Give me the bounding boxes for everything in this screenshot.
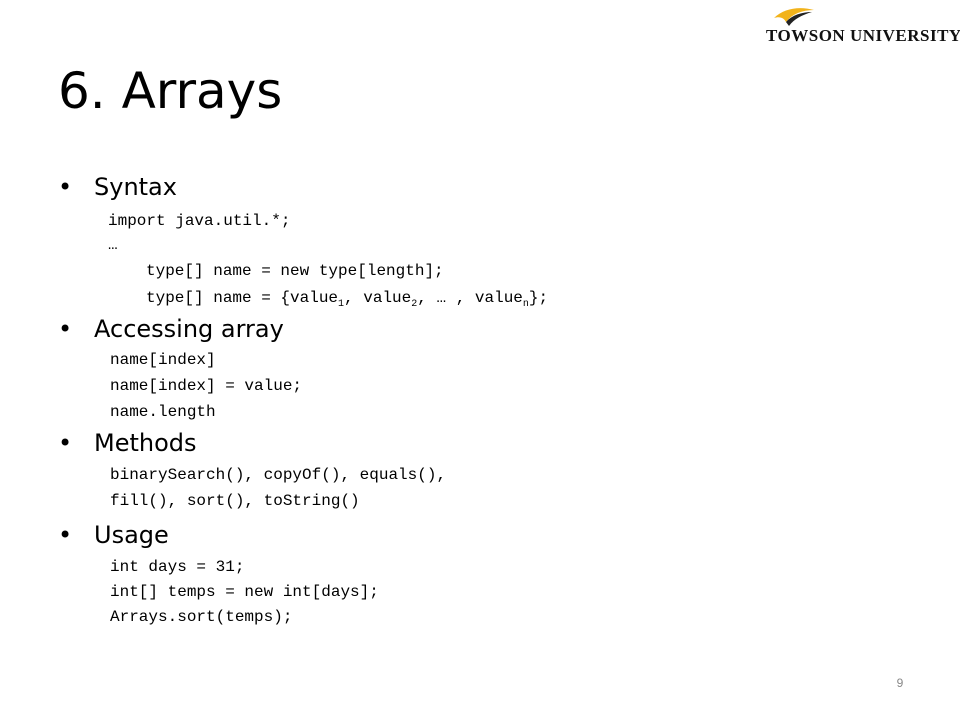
code-line: type[] name = new type[length]; [146, 262, 444, 280]
code-line: name.length [110, 403, 216, 421]
page-number: 9 [896, 676, 904, 690]
bullet-dot: • [58, 315, 73, 343]
bullet-usage: • Usage [58, 518, 169, 552]
code-line: binarySearch(), copyOf(), equals(), [110, 466, 447, 484]
slide-title: 6. Arrays [58, 62, 283, 120]
bullet-heading: Accessing array [94, 315, 284, 343]
towson-university-logo: TOWSON UNIVERSITY. [762, 6, 960, 48]
bullet-accessing-array: • Accessing array [58, 312, 284, 346]
bullet-heading: Syntax [94, 173, 177, 201]
bullet-dot: • [58, 429, 73, 457]
code-line: fill(), sort(), toString() [110, 492, 360, 510]
code-line: int[] temps = new int[days]; [110, 583, 379, 601]
towson-tiger-swoosh-icon [774, 8, 814, 26]
code-line: … [108, 236, 118, 254]
bullet-heading: Usage [94, 521, 169, 549]
bullet-dot: • [58, 173, 73, 201]
logo-wordmark: TOWSON UNIVERSITY [766, 26, 960, 45]
code-line: Arrays.sort(temps); [110, 608, 293, 626]
bullet-heading: Methods [94, 429, 197, 457]
code-line: import java.util.*; [108, 212, 291, 230]
code-line: int days = 31; [110, 558, 245, 576]
bullet-methods: • Methods [58, 426, 197, 460]
bullet-syntax: • Syntax [58, 170, 177, 204]
code-line-array-literal: type[] name = {value1, value2, … , value… [146, 289, 549, 311]
code-line: name[index] [110, 351, 216, 369]
bullet-dot: • [58, 521, 73, 549]
code-line: name[index] = value; [110, 377, 303, 395]
logo-text: TOWSON UNIVERSITY. [766, 26, 960, 46]
